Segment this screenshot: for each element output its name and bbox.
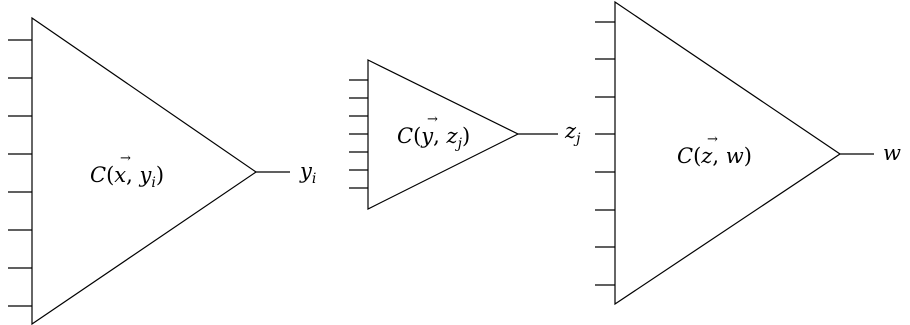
circuit-3-input-wires	[595, 21, 615, 286]
circuit-3: C(z, w) → w	[595, 0, 901, 306]
circuit-1: C(x, yi) → yi	[8, 16, 316, 325]
circuit-1-triangle	[31, 16, 258, 325]
circuit-2-vec-arrow: →	[427, 112, 438, 127]
circuit-3-output-label: w	[883, 141, 901, 165]
circuit-1-vec-arrow: →	[120, 151, 131, 166]
circuit-2-input-wires	[349, 79, 368, 189]
circuit-2: C(y, zj) → zj	[349, 59, 581, 210]
circuit-1-label: C(x, yi)	[90, 163, 164, 191]
circuit-3-vec-arrow: →	[707, 132, 718, 147]
circuit-3-label: C(z, w)	[677, 144, 752, 168]
circuit-3-triangle	[614, 0, 842, 306]
circuit-1-input-wires	[8, 39, 32, 307]
circuit-1-output-label: yi	[299, 159, 316, 187]
circuit-2-output-label: zj	[564, 119, 581, 147]
circuit-2-label: C(y, zj)	[397, 124, 470, 152]
